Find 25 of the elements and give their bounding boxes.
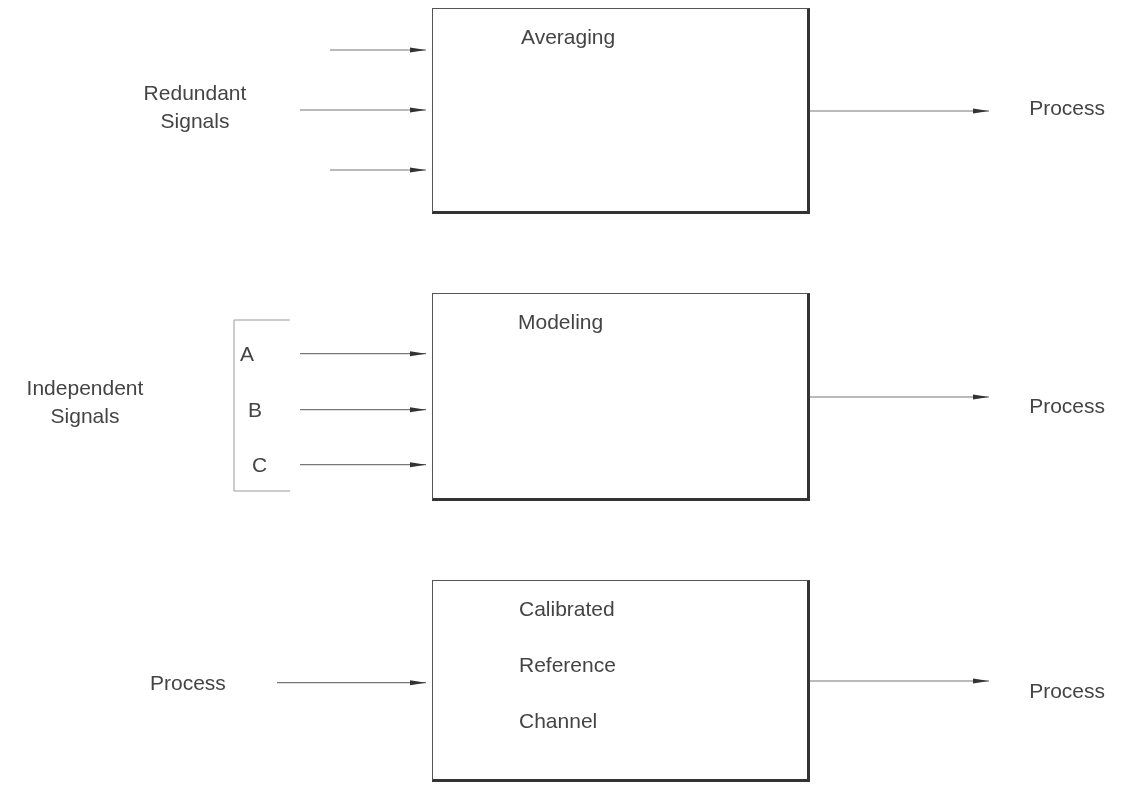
arrow [809, 678, 990, 684]
arrow [299, 107, 427, 113]
arrow [299, 462, 427, 468]
arrow [299, 351, 427, 357]
process-box [432, 580, 810, 782]
signal-label: Process [995, 94, 1105, 122]
signal-label: A [240, 340, 300, 368]
arrow [809, 108, 990, 114]
signal-label: C [252, 451, 300, 479]
signal-label: Process [995, 392, 1105, 420]
arrow [276, 680, 427, 686]
process-box [432, 293, 810, 501]
box-label: Calibrated Reference Channel [519, 596, 617, 734]
group-label: Redundant Signals [142, 80, 248, 135]
signal-label: Process [995, 677, 1105, 705]
box-label: Averaging [521, 24, 616, 50]
arrow [329, 167, 427, 173]
signal-label: B [248, 396, 300, 424]
arrow [329, 47, 427, 53]
arrow [299, 407, 427, 413]
box-label: Modeling [518, 309, 604, 335]
arrow [809, 394, 990, 400]
process-box [432, 8, 810, 214]
signal-label: Process [150, 669, 277, 697]
group-label: Independent Signals [25, 375, 145, 430]
